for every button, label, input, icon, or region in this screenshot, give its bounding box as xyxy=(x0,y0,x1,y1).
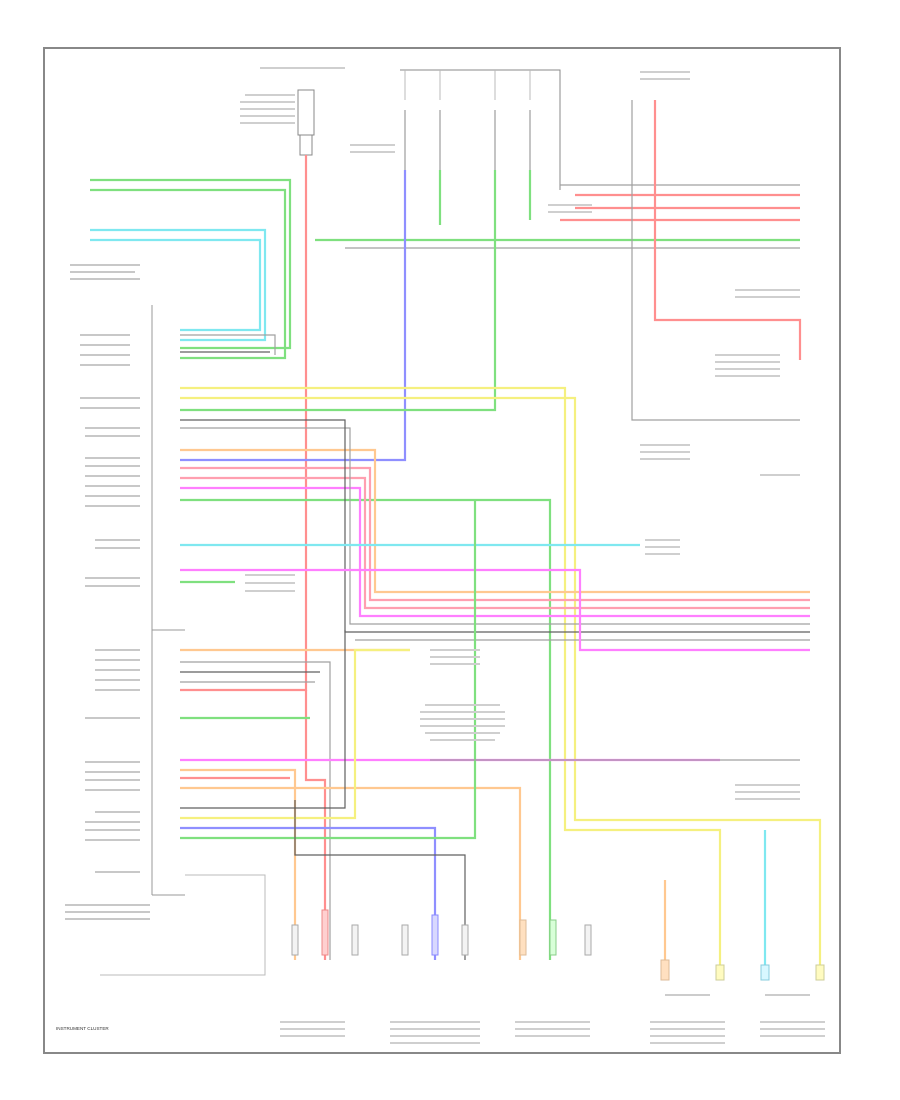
diagram-frame xyxy=(43,47,841,1054)
label-marks-right xyxy=(640,71,800,800)
wire-gray-low xyxy=(180,661,331,960)
wire-green-low-2 xyxy=(180,500,477,840)
wire-pink-1 xyxy=(180,466,810,602)
wire-cyan-top-1 xyxy=(90,228,267,342)
bottom-connectors xyxy=(291,909,592,956)
relay-block-top xyxy=(400,69,561,190)
instrument-cluster-box: INSTRUMENT CLUSTER xyxy=(56,874,266,1031)
wire-yellow-1 xyxy=(180,386,722,975)
wire-yellow-2 xyxy=(180,396,822,975)
wire-green-mid xyxy=(180,498,552,960)
wire-red-main-down xyxy=(304,690,327,960)
label-marks-center xyxy=(245,574,505,741)
wire-magenta-1 xyxy=(180,486,810,618)
wire-orange-low-3 xyxy=(180,786,522,960)
wire-dark-low-2 xyxy=(180,630,346,809)
bottom-right-sensors xyxy=(660,830,825,996)
wire-green-top-2 xyxy=(90,188,287,360)
wire-gray-bundle xyxy=(180,427,810,625)
label-marks-bottom xyxy=(280,1021,825,1044)
wire-dark-vertical xyxy=(294,800,466,960)
wire-pink-2 xyxy=(180,476,810,610)
wire-gray-a xyxy=(180,334,276,355)
wire-cyan-top-2 xyxy=(90,238,262,332)
wire-dark-bundle xyxy=(180,419,810,633)
label-marks-left xyxy=(65,264,150,920)
wire-magenta-2 xyxy=(180,568,810,652)
wire-gray-right-vertical xyxy=(631,100,800,421)
wire-green-relay-2 xyxy=(180,170,497,412)
wire-orange-1 xyxy=(180,448,810,594)
wire-orange-low-2 xyxy=(180,768,297,960)
wire-blue-low xyxy=(180,826,437,960)
wire-green-top-1 xyxy=(90,178,292,350)
top-connector xyxy=(297,89,315,156)
ecu-pin-column xyxy=(151,305,185,896)
label-marks-top xyxy=(240,67,592,213)
bottom-left-label: INSTRUMENT CLUSTER xyxy=(56,1026,109,1031)
wire-yellow-low xyxy=(180,648,410,820)
wire-red-main xyxy=(180,155,308,692)
wire-blue-relay xyxy=(180,170,407,462)
wire-red-fuse xyxy=(653,100,802,360)
